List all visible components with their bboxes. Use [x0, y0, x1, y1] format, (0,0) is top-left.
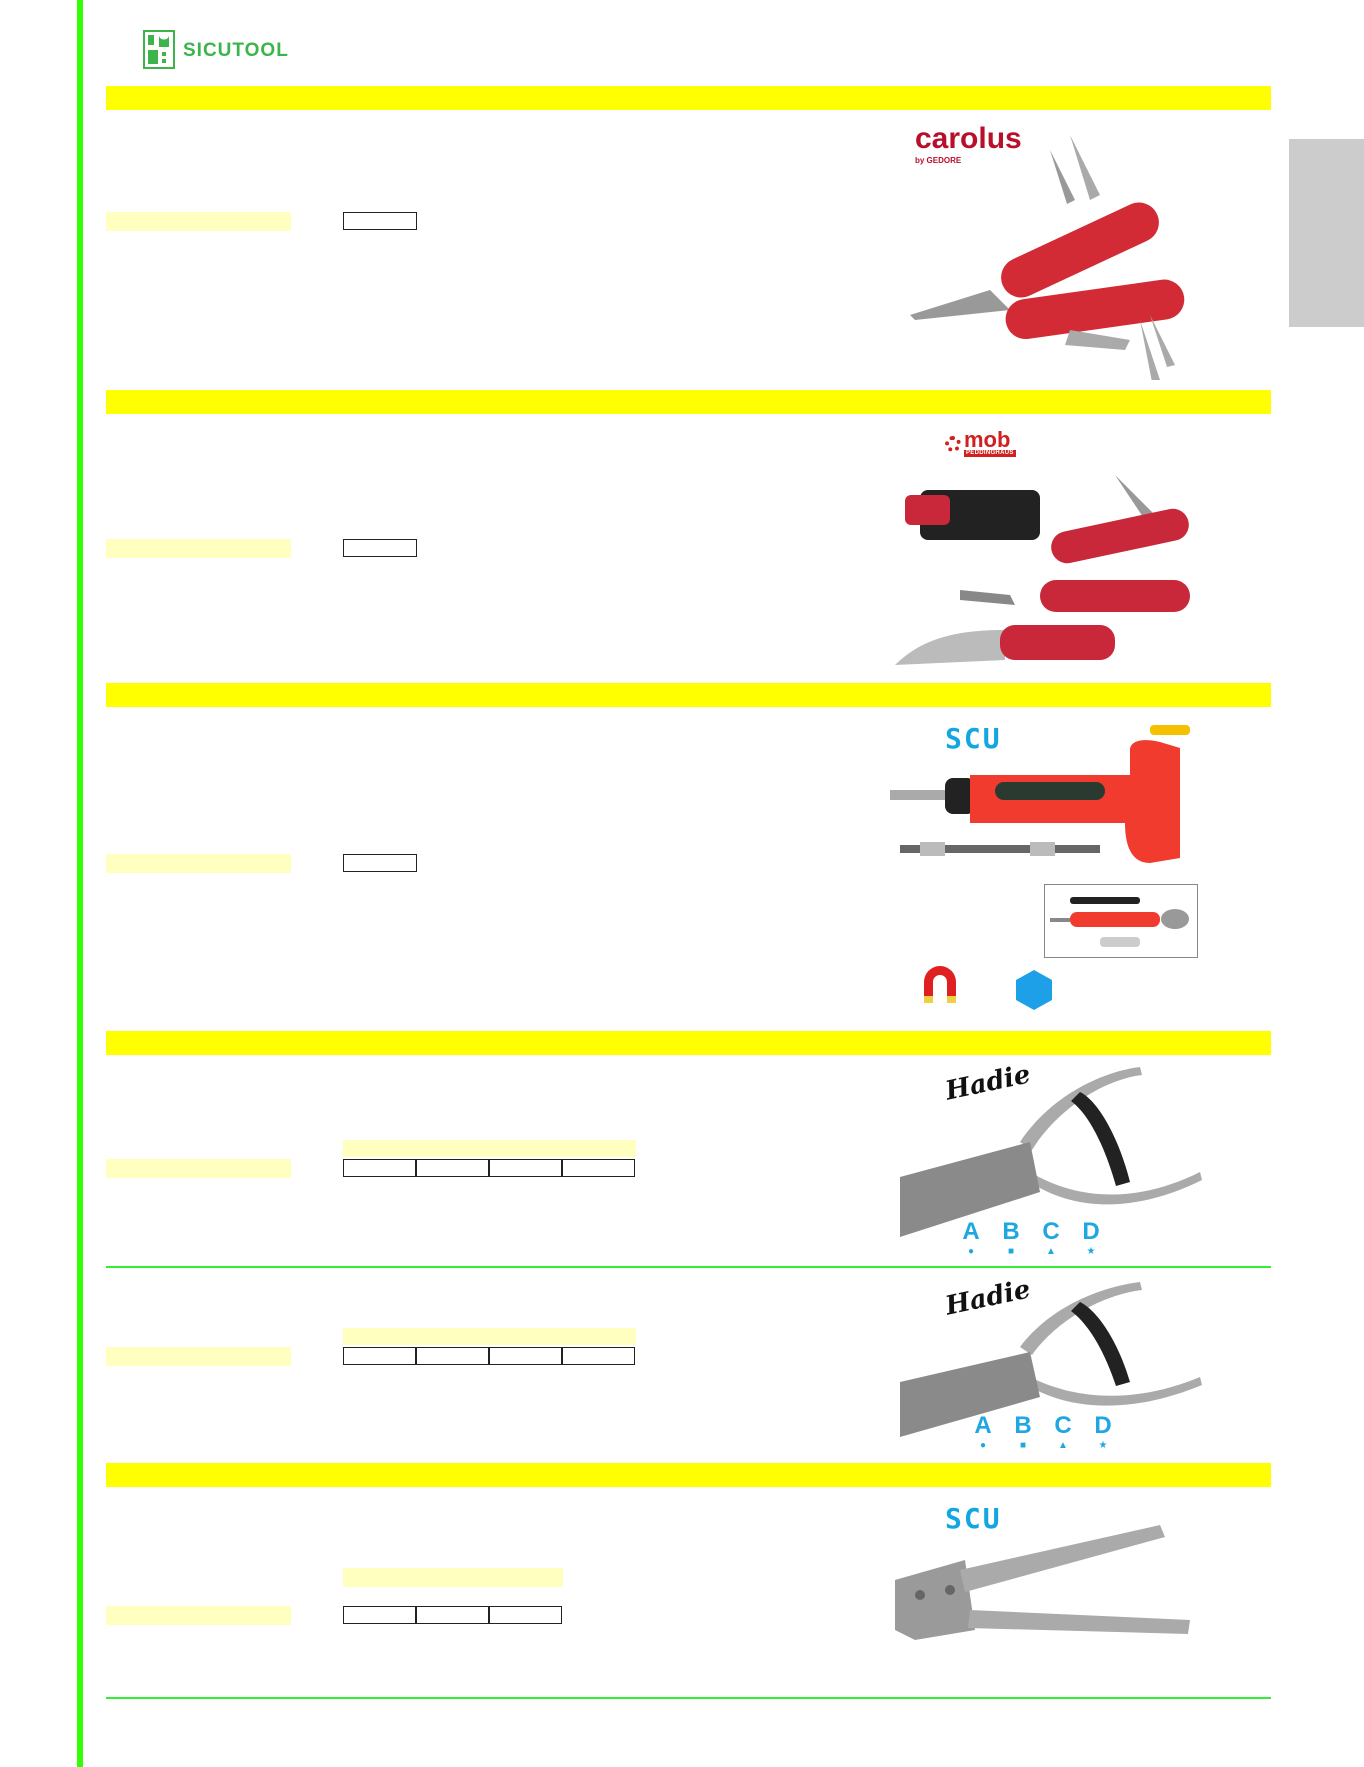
- hole-punch-pliers-image: [900, 1282, 1202, 1437]
- table-row: [343, 1159, 635, 1177]
- brand-sub: PEDDINGHAUS: [964, 450, 1016, 457]
- punch-shape-legend: A● B■ C▲ D★: [972, 1412, 1114, 1451]
- label-cell: [106, 1606, 291, 1625]
- shape-b: B■: [1002, 1218, 1020, 1257]
- shape-d: D★: [1082, 1218, 1100, 1257]
- label-cell: [106, 539, 291, 558]
- value-cell: [343, 854, 417, 872]
- brand-sub: by GEDORE: [915, 156, 962, 165]
- section-header-bar: [106, 683, 1271, 707]
- table-cell: [562, 1159, 635, 1177]
- value-cell: [343, 539, 417, 557]
- shape-c: C▲: [1042, 1218, 1060, 1257]
- section-divider: [106, 1266, 1271, 1268]
- brand-logo-mob: mob PEDDINGHAUS: [945, 427, 1016, 457]
- label-cell: [106, 1159, 291, 1178]
- table-cell: [489, 1606, 562, 1624]
- red-multitool-pliers-image: [910, 135, 1185, 380]
- brand-logo-scu: SCU: [945, 722, 1002, 755]
- shape-d: D★: [1094, 1412, 1112, 1451]
- table-cell: [343, 1347, 416, 1365]
- shape-c: C▲: [1054, 1412, 1072, 1451]
- accessory-set-image: [1050, 897, 1189, 947]
- table-cell: [489, 1347, 562, 1365]
- table-header-cell: [343, 1328, 636, 1345]
- shape-b: B■: [1014, 1412, 1032, 1451]
- gear-icon: [945, 435, 961, 452]
- table-header-cell: [343, 1140, 636, 1157]
- sicutool-logo: SICUTOOL: [143, 30, 289, 71]
- table-cell: [416, 1159, 489, 1177]
- sicutool-wrench-logo-icon: [143, 30, 175, 69]
- brand-name: carolus: [915, 122, 1022, 155]
- brand-logo-scu: SCU: [945, 1502, 1002, 1535]
- hole-punch-pliers-image: [900, 1067, 1202, 1237]
- section-header-bar: [106, 390, 1271, 414]
- section-divider: [106, 1697, 1271, 1699]
- red-multitool-with-pouch-image: [895, 475, 1190, 665]
- brand-logo-carolus: carolus by GEDORE: [915, 122, 1022, 165]
- label-cell: [106, 212, 291, 231]
- section-header-bar: [106, 1031, 1271, 1055]
- section-header-bar: [106, 1463, 1271, 1487]
- hexagon-icon: [1016, 970, 1052, 1010]
- table-cell: [562, 1347, 635, 1365]
- accessory-inset-image: [1044, 884, 1198, 958]
- table-cell: [343, 1606, 416, 1624]
- brand-name: mob: [964, 427, 1011, 452]
- label-cell: [106, 1347, 291, 1366]
- table-cell: [489, 1159, 562, 1177]
- logo-text: SICUTOOL: [183, 39, 289, 61]
- magnet-icon: [924, 966, 956, 1003]
- table-cell: [416, 1606, 489, 1624]
- label-cell: [106, 854, 291, 873]
- side-tab[interactable]: [1289, 139, 1364, 327]
- table-cell: [343, 1159, 416, 1177]
- table-row: [343, 1347, 635, 1365]
- eyelet-pliers-image: [895, 1525, 1190, 1640]
- value-cell: [343, 212, 417, 230]
- punch-shape-legend: A● B■ C▲ D★: [960, 1218, 1102, 1257]
- page-margin-line: [77, 0, 83, 1767]
- table-cell: [416, 1347, 489, 1365]
- table-header-cell: [343, 1568, 563, 1587]
- table-row: [343, 1606, 562, 1624]
- section-header-bar: [106, 86, 1271, 110]
- t-handle-screwdriver-image: [890, 725, 1190, 863]
- shape-a: A●: [974, 1412, 992, 1451]
- shape-a: A●: [962, 1218, 980, 1257]
- brand-wordmark: mob PEDDINGHAUS: [964, 427, 1016, 457]
